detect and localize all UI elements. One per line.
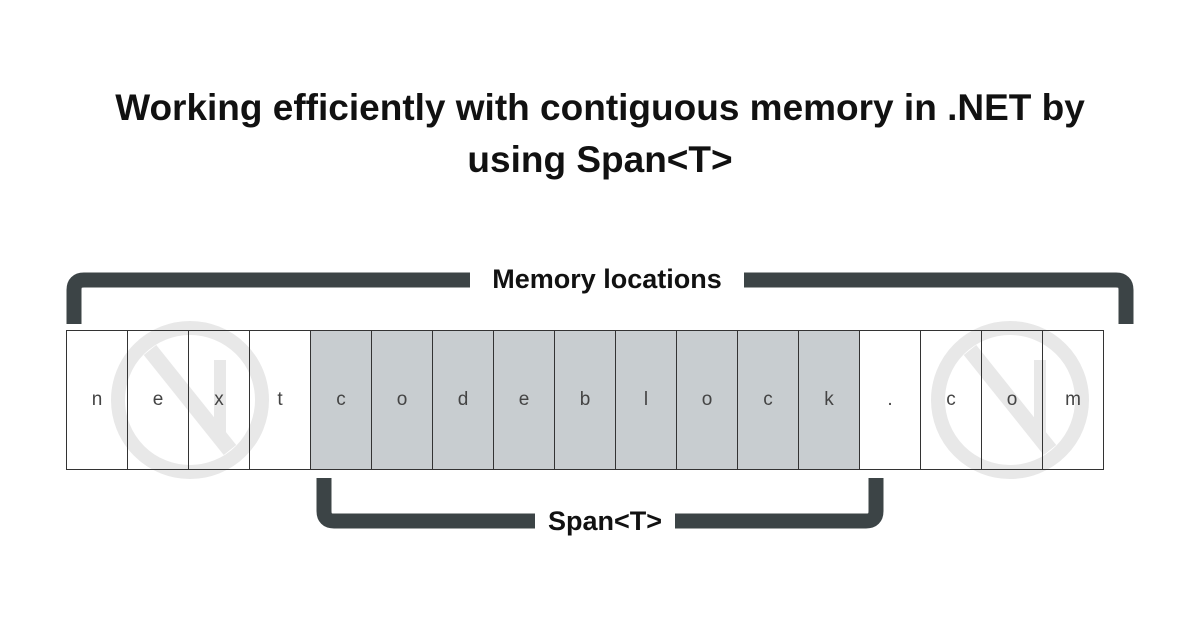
memory-cell: n — [66, 330, 128, 470]
memory-locations-label: Memory locations — [470, 262, 744, 296]
memory-cell: e — [127, 330, 189, 470]
span-label: Span<T> — [535, 504, 675, 538]
span-cell: l — [615, 330, 677, 470]
page-title: Working efficiently with contiguous memo… — [0, 82, 1200, 186]
title-line-2: using Span<T> — [467, 139, 733, 180]
span-cell: o — [371, 330, 433, 470]
watermark-logo-left — [111, 321, 269, 479]
memory-cell: c — [920, 330, 982, 470]
memory-cell: x — [188, 330, 250, 470]
memory-cell: m — [1042, 330, 1104, 470]
memory-cell: t — [249, 330, 311, 470]
span-cell: e — [493, 330, 555, 470]
span-cell: d — [432, 330, 494, 470]
watermark-logo-right — [931, 321, 1089, 479]
memory-cell: . — [859, 330, 921, 470]
span-cell: o — [676, 330, 738, 470]
span-cell: c — [737, 330, 799, 470]
memory-cell: o — [981, 330, 1043, 470]
span-cell: c — [310, 330, 372, 470]
title-line-1: Working efficiently with contiguous memo… — [115, 87, 1085, 128]
span-cell: b — [554, 330, 616, 470]
span-cell: k — [798, 330, 860, 470]
memory-cells: n e x t c o d e b l o c k . c o m — [66, 330, 1104, 470]
